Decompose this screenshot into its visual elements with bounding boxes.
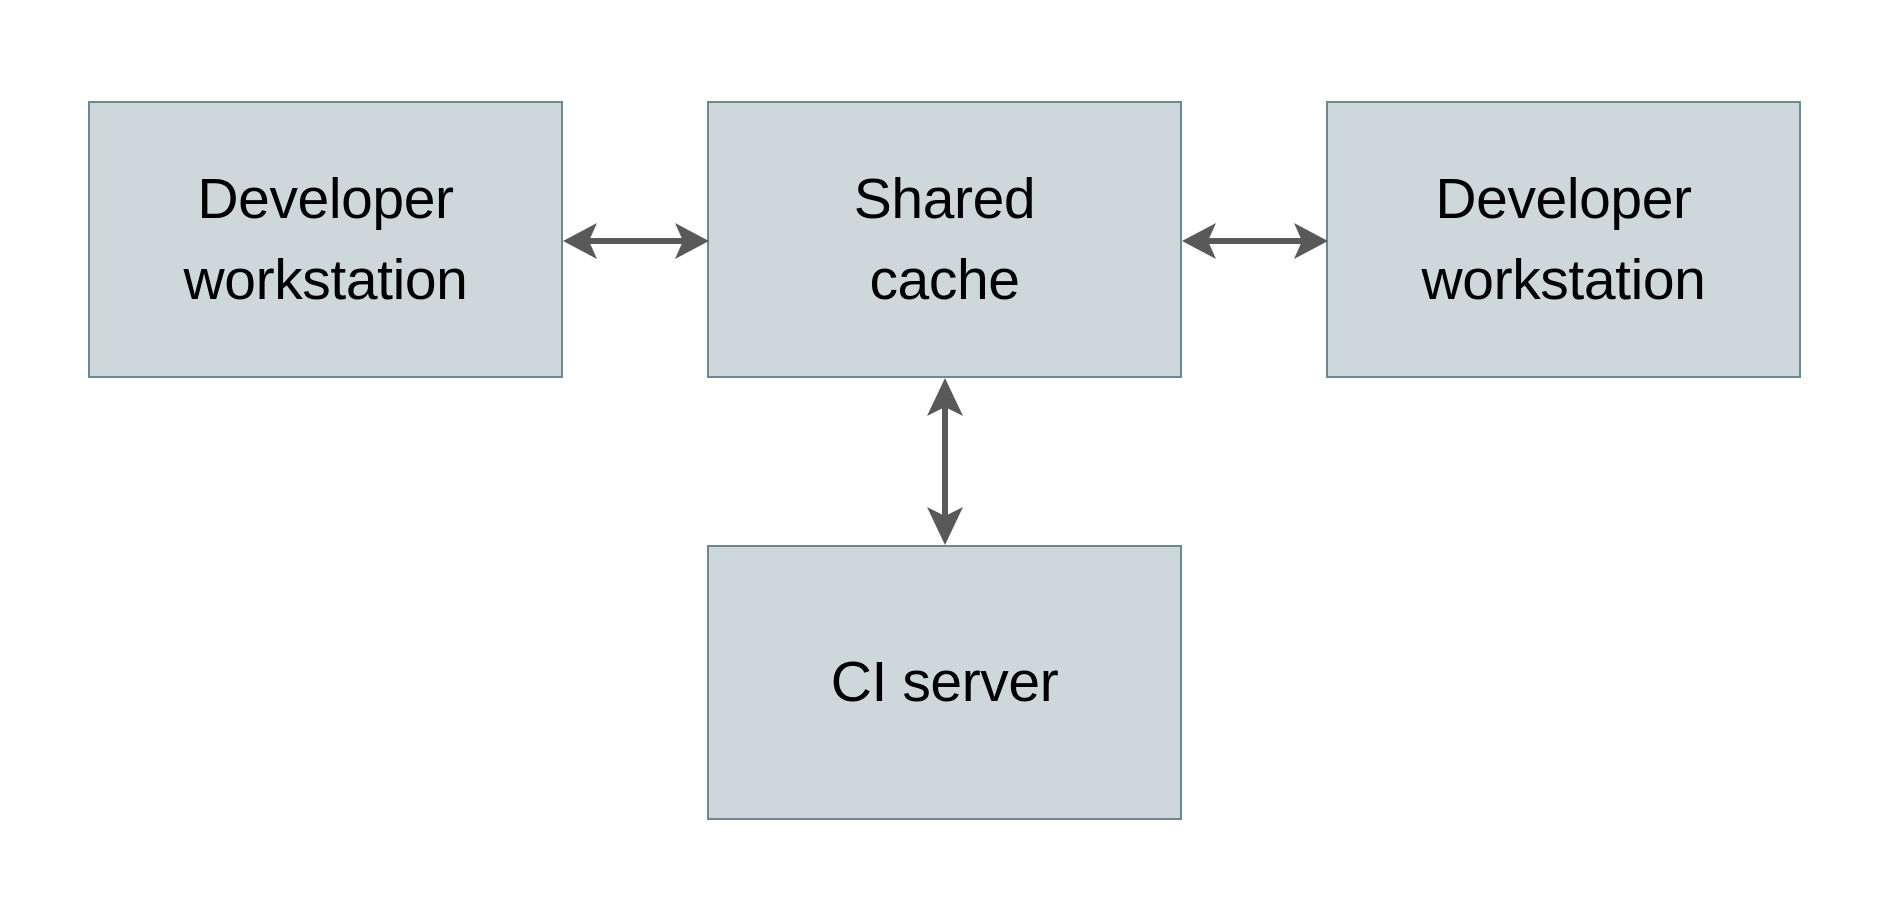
node-shared-cache[interactable]: Shared cache [707, 101, 1182, 378]
connector-shared-cache-to-ci-server[interactable] [900, 376, 990, 547]
arrowhead-left-icon [1182, 223, 1216, 259]
arrowhead-up-icon [927, 378, 963, 416]
node-label-developer-workstation-right: Developer workstation [1421, 166, 1706, 312]
arrowhead-down-icon [927, 507, 963, 545]
connector-developer-workstation-left-to-shared-cache[interactable] [561, 196, 711, 286]
node-label-shared-cache: Shared cache [853, 166, 1036, 312]
node-developer-workstation-left[interactable]: Developer workstation [88, 101, 563, 378]
node-label-developer-workstation-left: Developer workstation [183, 166, 468, 312]
connector-shared-cache-to-developer-workstation-right[interactable] [1180, 196, 1330, 286]
node-ci-server[interactable]: CI server [707, 545, 1182, 820]
node-label-ci-server: CI server [830, 650, 1059, 715]
arrowhead-right-icon [1294, 223, 1328, 259]
arrowhead-right-icon [675, 223, 709, 259]
node-developer-workstation-right[interactable]: Developer workstation [1326, 101, 1801, 378]
arrowhead-left-icon [563, 223, 597, 259]
